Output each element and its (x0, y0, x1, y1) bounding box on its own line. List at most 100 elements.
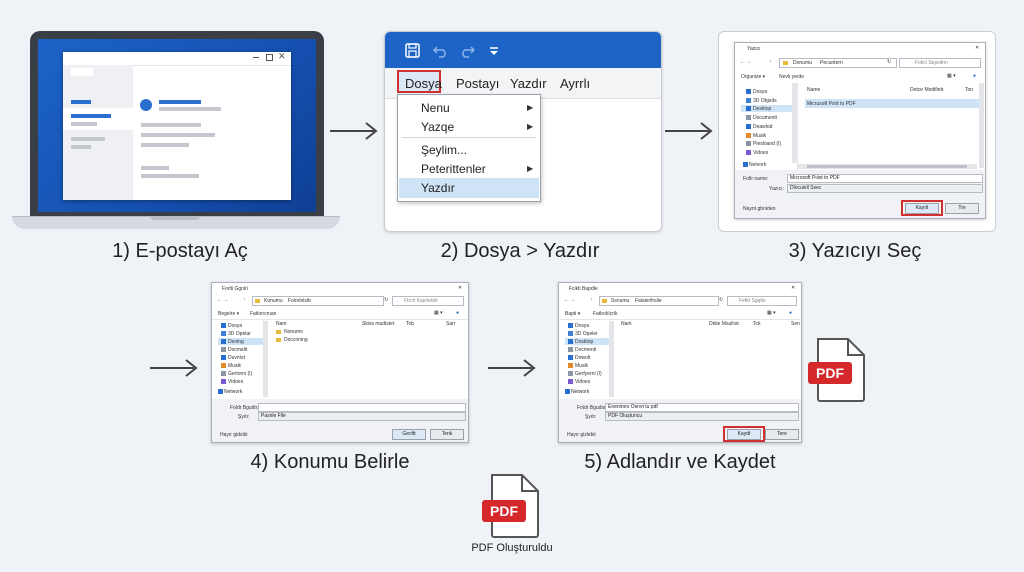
hide-folders-toggle[interactable]: Hayır gidsibi (220, 432, 248, 438)
sidebar-item[interactable]: Piesloand (I) (753, 141, 782, 147)
search-input[interactable] (727, 296, 797, 306)
organize-button[interactable]: Bapti ▾ (565, 311, 581, 317)
save-button[interactable]: Kayıtt (905, 203, 939, 214)
sidebar-item[interactable]: Deawlod (753, 124, 773, 130)
cancel-button[interactable]: Tere (765, 429, 799, 440)
scrollbar[interactable] (609, 321, 614, 397)
sidebar-item[interactable]: Vidoes (753, 150, 769, 156)
scrollbar[interactable] (263, 321, 268, 397)
folder-item[interactable]: Nonumo (284, 329, 303, 335)
customize-toolbar-icon[interactable] (489, 46, 499, 56)
sidebar-item[interactable]: Duvnlot (228, 355, 245, 361)
sidebar-item[interactable]: Dowolt (575, 355, 591, 361)
address-bar[interactable] (252, 296, 384, 306)
sidebar-item[interactable]: Musik (575, 363, 589, 369)
sidebar-item[interactable]: Vidoes (228, 379, 244, 385)
menu-yazdir[interactable]: Yazdır (510, 76, 547, 91)
view-icon[interactable]: ▦ ▾ (767, 310, 776, 316)
sidebar-item[interactable]: 3D Opelar (228, 331, 251, 337)
cancel-button[interactable]: Tenk (430, 429, 464, 440)
scrollbar-thumb[interactable] (807, 165, 967, 168)
menu-ayrrli[interactable]: Ayrrlı (560, 76, 591, 91)
refresh-icon[interactable]: ↻ (384, 297, 389, 303)
save-icon[interactable] (405, 43, 421, 59)
refresh-icon[interactable]: ↻ (719, 297, 724, 303)
dropdown-item-nenu[interactable]: Nenu (421, 101, 450, 115)
dropdown-item-yazdir[interactable]: Yazdır (421, 181, 455, 195)
path-segment[interactable]: Folorinlsib (288, 298, 311, 304)
address-bar[interactable] (779, 58, 897, 68)
file-name-field[interactable]: Mıcrosoft Pıiist to PDF (787, 174, 983, 183)
new-folder-button[interactable]: Fatlorıcnıan (250, 311, 277, 317)
close-icon[interactable]: ✕ (791, 285, 796, 291)
hide-folders-toggle[interactable]: Hayır gizlebii (567, 432, 596, 438)
menu-dosya[interactable]: Dosya (405, 76, 442, 91)
sidebar-item[interactable]: Gertorni (I) (228, 371, 253, 377)
help-icon[interactable]: ● (789, 310, 793, 316)
up-icon[interactable]: ↑ (243, 297, 246, 303)
folder-item[interactable]: Docconing (284, 337, 308, 343)
printer-select[interactable]: Dlocuiell Sxec (787, 184, 983, 193)
file-item[interactable]: Micrusoft Pxirt to PDF (807, 101, 856, 107)
folder-name-field[interactable] (258, 403, 466, 412)
sidebar-item[interactable]: Docmenti (575, 347, 597, 353)
sidebar-item[interactable]: Documenti (753, 115, 777, 121)
back-icon[interactable]: ← → (740, 59, 752, 65)
close-icon[interactable]: ✕ (458, 285, 463, 291)
type-select[interactable]: PDF Oluşturıcu (605, 412, 799, 421)
scrollbar[interactable] (979, 83, 984, 168)
up-icon[interactable]: ↑ (769, 59, 772, 65)
undo-icon[interactable] (433, 44, 449, 58)
dropdown-item-seylim[interactable]: Şeylim... (421, 143, 468, 157)
sidebar-item[interactable]: Dosktop (575, 339, 594, 345)
path-segment[interactable]: Pecuntern (820, 60, 843, 66)
back-icon[interactable]: ← → (217, 297, 229, 303)
hide-folders-toggle[interactable]: Naynt gbrıiden (743, 206, 776, 212)
refresh-icon[interactable]: ↻ (887, 59, 892, 65)
organize-button[interactable]: Orgunize ▾ (741, 74, 766, 80)
address-bar[interactable] (599, 296, 719, 306)
sidebar-item[interactable]: 3D Opeler (575, 331, 598, 337)
file-name-field[interactable]: Enenirnnı Osnvt tu pdf (605, 403, 799, 412)
sidebar-item[interactable]: Docmelit (228, 347, 248, 353)
cancel-button[interactable]: Tre (945, 203, 979, 214)
organize-button[interactable]: Begelre ▾ (218, 311, 240, 317)
type-select[interactable]: Pasnle Flle (258, 412, 466, 421)
path-segment[interactable]: Konumu (264, 298, 283, 304)
save-button[interactable]: Kaydt (727, 429, 761, 440)
sidebar-item[interactable]: Gerfyerni (I) (575, 371, 602, 377)
back-icon[interactable]: ← → (564, 297, 576, 303)
sidebar-item[interactable]: Dosya (228, 323, 243, 329)
sidebar-item[interactable]: Vidoes (575, 379, 591, 385)
up-icon[interactable]: ↑ (590, 297, 593, 303)
scrollbar[interactable] (792, 83, 797, 163)
sidebar-item[interactable]: Destng (228, 339, 244, 345)
new-folder-button[interactable]: Nevk yeıde (779, 74, 805, 80)
new-folder-button[interactable]: Fatlrıdılcrik (593, 311, 618, 317)
sidebar-item[interactable]: Musik (228, 363, 242, 369)
path-segment[interactable]: Ssnumu (611, 298, 630, 304)
minimize-icon (253, 57, 259, 58)
view-icon[interactable]: ▦ ▾ (947, 73, 956, 79)
dropdown-item-yazqe[interactable]: Yazqe (421, 120, 455, 134)
path-segment[interactable]: Donumu (793, 60, 812, 66)
help-icon[interactable]: ● (456, 310, 460, 316)
sidebar-item[interactable]: Desktop (753, 106, 772, 112)
close-icon[interactable]: ✕ (975, 45, 980, 51)
path-segment[interactable]: Falsierifrslie (635, 298, 662, 304)
sidebar-item[interactable]: 3D Objeds (753, 98, 777, 104)
save-button[interactable]: Gecftt (392, 429, 426, 440)
search-input[interactable] (899, 58, 981, 68)
search-input[interactable] (392, 296, 464, 306)
sidebar-item[interactable]: Musik (753, 133, 767, 139)
view-icon[interactable]: ▦ ▾ (434, 310, 443, 316)
sidebar-item[interactable]: Netvork (749, 162, 767, 168)
redo-icon[interactable] (459, 44, 475, 58)
sidebar-item[interactable]: Dosya (753, 89, 768, 95)
sidebar-item[interactable]: Network (224, 389, 243, 395)
dropdown-item-peterittenler[interactable]: Peterittenler (421, 162, 486, 176)
menu-postayi[interactable]: Postayı (456, 76, 500, 91)
sidebar-item[interactable]: Network (571, 389, 590, 395)
help-icon[interactable]: ● (973, 73, 977, 79)
sidebar-item[interactable]: Dosya (575, 323, 590, 329)
